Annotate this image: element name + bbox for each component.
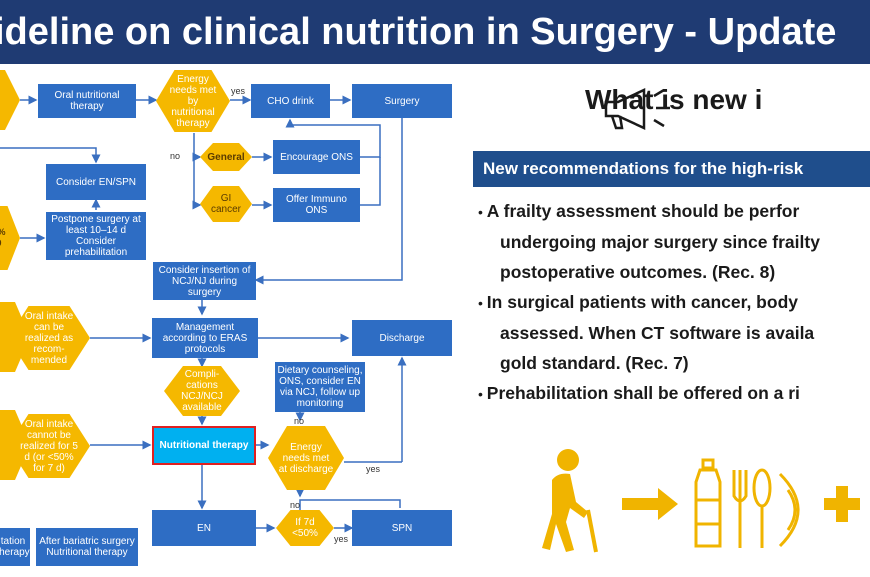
- bullet-2-line-3: gold standard. (Rec. 7): [500, 353, 689, 373]
- bullet-2-line-1: In surgical patients with cancer, body: [478, 287, 870, 318]
- megaphone-icon: [604, 88, 670, 130]
- general-hex: General: [200, 143, 252, 171]
- no-label-2: no: [294, 416, 305, 426]
- complications-hex: Compli-cations NCJ/NCJ available: [164, 366, 240, 416]
- surgery-box: Surgery: [352, 84, 452, 118]
- recommendations-bar: New recommendations for the high-risk: [473, 151, 870, 187]
- no-label-3: no: [290, 500, 301, 510]
- management-eras-box: Management according to ERAS protocols: [152, 318, 258, 358]
- arrow-right-icon: [622, 488, 678, 520]
- recommendation-list: A frailty assessment should be perfor un…: [478, 196, 870, 409]
- bullet-1-line-1: A frailty assessment should be perfor: [478, 196, 870, 227]
- dietary-counseling-box: Dietary counseling, ONS, consider EN via…: [275, 362, 365, 412]
- plus-icon: [824, 486, 860, 522]
- page-title: ideline on clinical nutrition in Surgery…: [0, 11, 837, 53]
- nutritional-therapy-box: Nutritional therapy: [152, 426, 256, 465]
- oral-nutritional-therapy-box: Oral nutritional therapy: [38, 84, 136, 118]
- en-box: EN: [152, 510, 256, 546]
- transplantation-box: tation therapy: [0, 528, 30, 566]
- bullet-3-line-1: Prehabilitation shall be offered on a ri: [478, 378, 870, 409]
- bullet-1-line-2: undergoing major surgery since frailty: [500, 232, 820, 252]
- yes-label-2: yes: [366, 464, 381, 474]
- bottle-icon: [694, 458, 722, 548]
- no-label-1: no: [170, 151, 181, 161]
- postpone-surgery-box: Postpone surgery at least 10–14 d Consid…: [46, 212, 146, 260]
- offer-immuno-ons-box: Offer Immuno ONS: [273, 188, 360, 222]
- encourage-ons-box: Encourage ONS: [273, 140, 360, 174]
- bullet-2-line-2: assessed. When CT software is availa: [500, 323, 815, 343]
- bullet-1-line-3: postoperative outcomes. (Rec. 8): [500, 262, 776, 282]
- yes-label-1: yes: [231, 86, 246, 96]
- what-is-new-heading: What is new i: [585, 84, 763, 115]
- cutlery-plate-icon: [732, 468, 800, 548]
- bottom-icon-row: [542, 449, 860, 553]
- elderly-person-with-cane-icon: [542, 449, 598, 553]
- gi-cancer-hex: GI cancer: [200, 186, 252, 222]
- after-bariatric-box: After bariatric surgery Nutritional ther…: [36, 528, 138, 566]
- yes-label-3: yes: [334, 534, 349, 544]
- cho-drink-box: CHO drink: [251, 84, 330, 118]
- consider-insertion-box: Consider insertion of NCJ/NJ during surg…: [153, 262, 256, 300]
- spn-box: SPN: [352, 510, 452, 546]
- consider-en-spn-box: Consider EN/SPN: [46, 164, 146, 200]
- discharge-box: Discharge: [352, 320, 452, 356]
- title-bar: ideline on clinical nutrition in Surgery…: [0, 0, 870, 64]
